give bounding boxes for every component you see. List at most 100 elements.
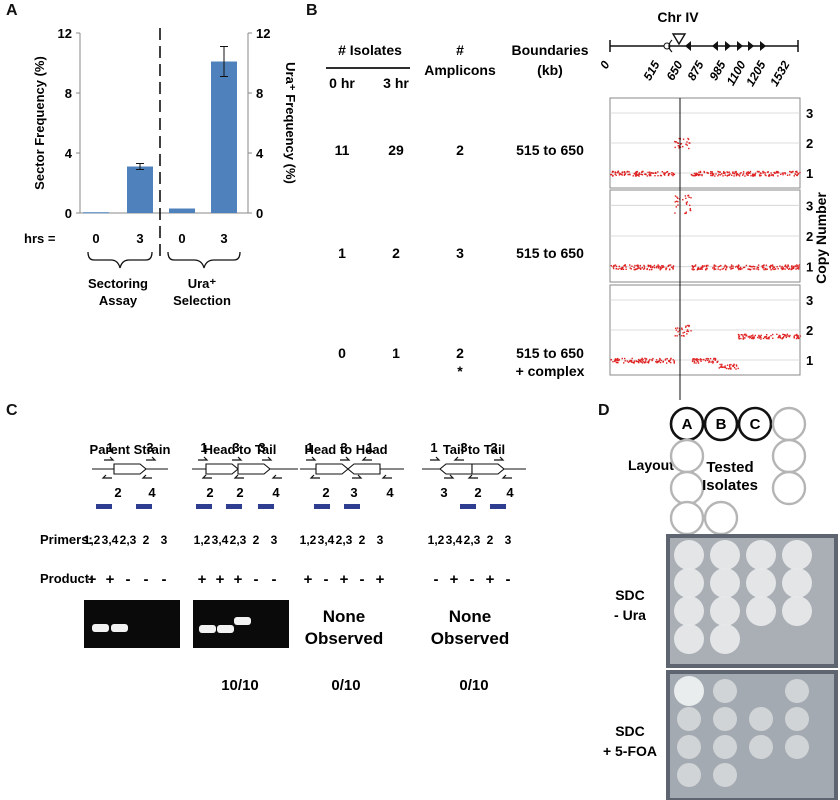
copy-number-point (615, 265, 618, 268)
copy-number-point (748, 268, 751, 271)
primer-number: 3 (146, 440, 153, 455)
copy-number-point (663, 173, 665, 176)
copy-number-point (709, 357, 712, 360)
copy-number-point (612, 174, 614, 177)
copy-number-point (617, 361, 619, 364)
copy-number-point (762, 170, 764, 173)
primer-number: 4 (272, 485, 280, 500)
copy-number-point (697, 358, 699, 361)
copy-number-point (732, 172, 734, 174)
copy-number-point (779, 265, 781, 267)
copy-number-point (778, 334, 780, 337)
copy-number-point (726, 367, 728, 370)
primer-number: 3 (460, 440, 467, 455)
copy-number-point (771, 264, 774, 266)
yeast-spot (782, 596, 812, 626)
layout-well (669, 438, 705, 474)
copy-number-point (695, 174, 698, 177)
copy-number-point (623, 265, 625, 267)
none-observed-hh-line2: Observed (305, 629, 383, 648)
copy-number-point (671, 266, 673, 268)
copy-number-point (626, 360, 628, 362)
copy-number-point (663, 266, 665, 268)
copy-number-point (737, 267, 739, 269)
yeast-spot (674, 596, 704, 626)
row-count-0hr: 11 (335, 142, 350, 158)
copy-number-point (765, 174, 767, 177)
copy-number-point (792, 266, 794, 269)
copy-number-point (758, 334, 760, 337)
observation-count: 10/10 (221, 677, 259, 694)
primer-set-label: 2 (143, 533, 150, 547)
copy-number-point (701, 174, 703, 176)
copy-number-point (745, 333, 747, 336)
copy-number-point (713, 268, 716, 270)
copy-number-point (641, 362, 644, 364)
primer-set-label: 3,4 (212, 533, 229, 547)
copy-number-point (796, 171, 798, 174)
copy-number-point (659, 361, 662, 364)
product-result: + (88, 571, 97, 588)
copy-number-point (678, 333, 681, 336)
copy-number-point (610, 265, 613, 267)
yeast-spot (746, 540, 776, 570)
copy-number-point (791, 268, 793, 270)
copy-number-point (765, 334, 768, 336)
copy-number-point (680, 142, 683, 145)
copy-number-tick: 3 (806, 198, 813, 213)
copy-number-point (740, 171, 742, 174)
copy-number-point (700, 266, 703, 269)
copy-number-point (773, 171, 775, 174)
copy-number-point (744, 337, 746, 339)
layout-label: Layout (628, 457, 674, 473)
yeast-spot (710, 540, 740, 570)
copy-number-point (697, 174, 699, 176)
copy-number-point (653, 266, 656, 269)
product-result: + (450, 571, 459, 588)
row-star: * (457, 363, 463, 379)
copy-number-point (742, 337, 745, 339)
copy-number-point (708, 361, 710, 364)
copy-number-point (643, 361, 645, 363)
copy-number-point (768, 173, 771, 176)
primer-number: 4 (386, 485, 394, 500)
copy-number-point (742, 334, 744, 336)
copy-number-point (679, 146, 682, 148)
chrom-tick-label: 515 (640, 58, 662, 83)
row-count-3hr: 29 (388, 142, 404, 158)
copy-number-point (695, 172, 698, 174)
copy-number-point (645, 358, 647, 360)
copy-number-point (701, 265, 704, 267)
copy-number-point (776, 333, 778, 336)
copy-number-point (633, 266, 635, 269)
copy-number-point (684, 195, 687, 197)
copy-number-point (770, 269, 772, 271)
repeat-arrow-icon (712, 41, 718, 51)
copy-number-point (736, 173, 739, 175)
product-result: - (470, 571, 475, 588)
copy-number-point (717, 170, 719, 173)
copy-number-point (727, 368, 730, 370)
repeat-arrow-icon (685, 41, 691, 51)
right-axis-label: Ura⁺ Frequency (%) (283, 62, 298, 184)
copy-number-point (739, 173, 741, 175)
copy-number-point (692, 360, 694, 362)
copy-number-point (645, 173, 647, 176)
gene-cassette (347, 463, 381, 475)
copy-number-point (757, 268, 760, 271)
primer-set-label: 1,2 (84, 533, 101, 547)
primer-set-label: 2,3 (230, 533, 247, 547)
copy-number-point (648, 360, 650, 362)
yeast-spot (710, 568, 740, 598)
layout-well (771, 470, 807, 506)
construct-header: Parent Strain (90, 442, 171, 457)
bar (83, 212, 109, 214)
copy-number-point (661, 170, 664, 173)
copy-number-point (687, 137, 689, 140)
panel-letter-d: D (598, 402, 610, 419)
copy-number-point (693, 358, 696, 360)
copy-number-point (740, 337, 742, 340)
copy-number-point (701, 358, 703, 361)
copy-number-point (760, 338, 762, 340)
